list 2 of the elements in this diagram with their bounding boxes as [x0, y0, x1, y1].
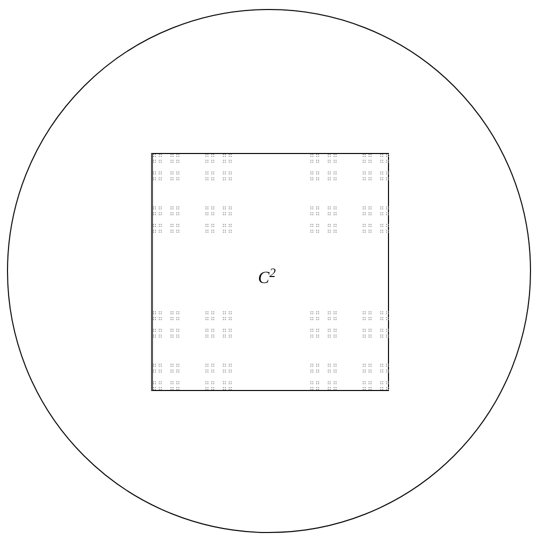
set-label: C$^{2}$: [258, 265, 276, 289]
circle-outline: [7, 9, 531, 533]
